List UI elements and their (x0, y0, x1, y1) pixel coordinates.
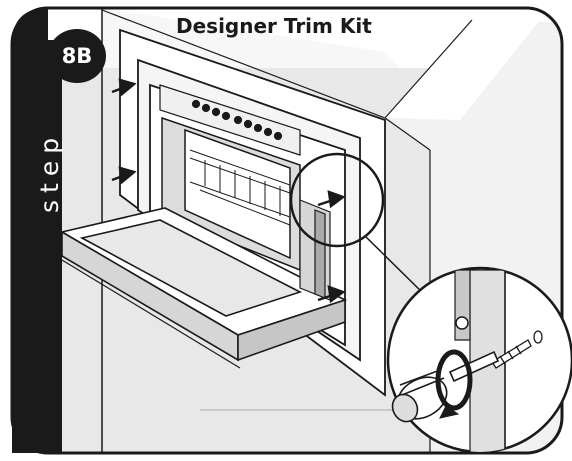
step-number: 8B (61, 44, 93, 68)
arrow-icon (111, 78, 346, 304)
oven-door (59, 207, 348, 369)
rotation-icon (435, 349, 473, 419)
screw-icon (491, 330, 543, 369)
control-panel (159, 84, 301, 156)
step-band (12, 8, 106, 453)
step-label: step (35, 130, 64, 213)
side-rails (299, 199, 331, 301)
step-number-badge (48, 29, 106, 83)
page-title: Designer Trim Kit (176, 14, 372, 38)
panel-border (10, 6, 564, 455)
callout-circle (289, 152, 385, 248)
